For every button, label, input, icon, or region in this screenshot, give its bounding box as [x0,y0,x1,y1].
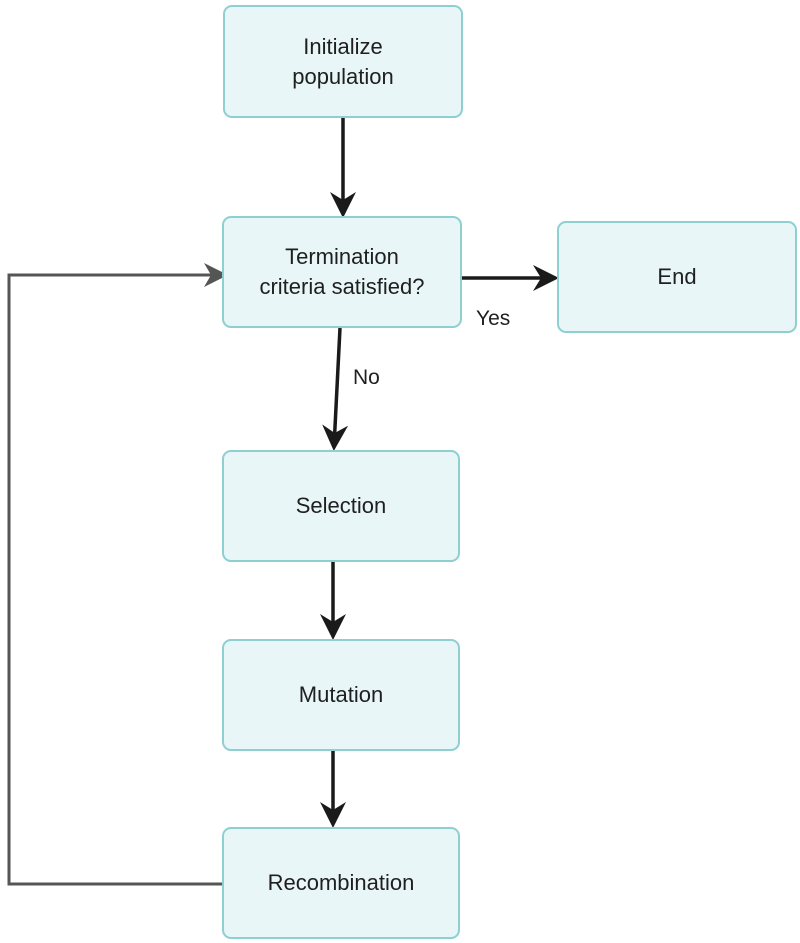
termination-criteria-node: Termination criteria satisfied? [222,216,462,328]
initialize-population-node: Initialize population [223,5,463,118]
recombination-label: Recombination [267,870,415,895]
loop-back-arrow [7,263,228,886]
yes-edge-label: Yes [476,307,511,330]
mutation-label: Mutation [298,682,384,707]
arrow-termination-to-selection [322,327,349,451]
selection-node: Selection [222,450,460,562]
mutation-node: Mutation [222,639,460,751]
recombination-node: Recombination [222,827,460,939]
initialize-population-label: Initialize population [292,33,394,89]
end-node: End [557,221,797,333]
no-edge-label: No [353,366,380,389]
selection-label: Selection [295,493,387,518]
termination-criteria-label: Termination criteria satisfied? [259,244,425,299]
end-label: End [657,264,697,289]
